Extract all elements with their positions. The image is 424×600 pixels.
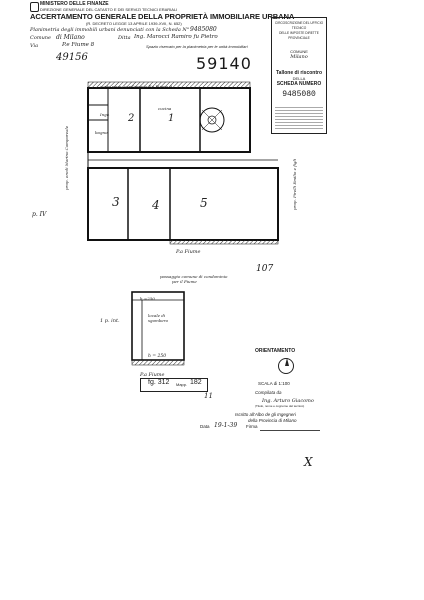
data-value: 19-1-39 <box>214 422 238 429</box>
stamp-comune-label: COMUNE <box>290 49 308 54</box>
room-label-4: 4 <box>152 198 160 212</box>
floor-plan-lower <box>131 291 185 366</box>
side-label-right: prop. Pirelli Emilio e figli <box>292 159 297 210</box>
storage-height: h.=250 <box>140 296 155 301</box>
stamp-scheda-label: SCHEDA NUMERO <box>276 81 322 87</box>
piano-int-label: 1 p. int. <box>100 318 120 324</box>
mapp-label: Mapp. <box>176 382 188 387</box>
ditta-value: Ing. Marocci Ramiro fu Pietro <box>134 34 218 40</box>
room-label-2: 2 <box>128 113 135 124</box>
mapp-value: 182 <box>190 379 202 386</box>
plan-label: Planimetria degli immobili urbani denunc… <box>30 27 190 33</box>
piano-label: p. IV <box>32 211 47 218</box>
stamp-scheda-number: 9485080 <box>282 90 316 99</box>
directorate-name: DIREZIONE GENERALE DEL CATASTO E DEI SER… <box>40 7 178 12</box>
via-label: Via <box>30 43 39 49</box>
stamp-comune-value: Milano <box>290 54 308 60</box>
firma-label: Firma <box>246 424 258 429</box>
courtyard-label: corte prop. condominio P.e Fiume 8 <box>100 84 172 89</box>
room-label-5: 5 <box>200 196 208 210</box>
ditta-label: Ditta <box>118 35 131 41</box>
x-mark: X <box>304 455 313 469</box>
orientation-label: ORIENTAMENTO <box>255 348 296 354</box>
stamp-line-2: DELLE IMPOSTE DIRETTE PROVINCIALE <box>279 31 319 40</box>
room-sub-1: cucina <box>158 106 172 111</box>
fiume-label: P.a Fiume <box>176 249 201 255</box>
sub-value: 11 <box>204 392 213 400</box>
title-note: (Titolo, nome e cognome del tecnico) <box>255 404 305 408</box>
scheda-value: 9485080 <box>190 26 217 33</box>
passage-sub: per il Fiume <box>172 279 197 284</box>
mapp-box <box>140 378 208 392</box>
fiume-bottom-label: P.a Fiume <box>140 372 165 378</box>
passage-label: passaggio comune di condominio <box>160 274 228 279</box>
room-label-3: 3 <box>112 195 120 209</box>
room-ingresso: Ingr. <box>100 112 110 117</box>
compiled-name: Ing. Arturo Giacomo <box>262 398 314 404</box>
provincia-label: della Provincia di Milano <box>248 418 297 423</box>
floor-plan-upper <box>87 81 279 245</box>
stamp-box: CIRCOSCRIZIONE DEL UFFICIO TECNICO DELLE… <box>271 17 327 134</box>
num-107: 107 <box>256 264 274 274</box>
ministry-name: MINISTERO DELLE FINANZE <box>40 1 109 7</box>
stamp-fine-print <box>275 105 323 129</box>
stamp-line-1: CIRCOSCRIZIONE DEL UFFICIO TECNICO <box>274 21 324 30</box>
compass-icon <box>278 358 294 374</box>
stamp-tallone-label: Tallone di riscontro <box>275 70 323 76</box>
ministry-emblem <box>30 2 39 12</box>
mapp-prefix: fg. 312 <box>148 379 170 386</box>
stamp-tallone-sub: DELLA <box>292 76 306 81</box>
data-label: Data <box>200 424 210 429</box>
side-label-left: prop. eredi Marino Camporeale <box>64 125 69 190</box>
scale-label: SCALA di 1:100 <box>258 381 290 386</box>
room-bagno: bagno <box>95 130 108 135</box>
via-value: P.e Fiume 8 <box>62 42 95 48</box>
sheet-reference: 49156 <box>56 52 88 63</box>
comune-label: Comune <box>30 35 51 41</box>
document-title: ACCERTAMENTO GENERALE DELLA PROPRIETÀ IM… <box>30 12 295 21</box>
iscritto-label: Iscritto all'Albo de gli Ingegneri <box>235 412 296 417</box>
compiled-label: Compilata da <box>255 390 282 395</box>
h-label: h = 250 <box>148 354 167 359</box>
room-label-1: 1 <box>168 113 175 124</box>
reserved-note: Spazio riservato per la planimetria per … <box>146 44 248 49</box>
law-reference: (R. DECRETO LEGGE 13 APRILE 1939-XVII, N… <box>86 21 182 26</box>
storage-label: locale di sgombero <box>148 313 169 323</box>
signature-line <box>260 430 320 431</box>
big-number: 59140 <box>196 54 252 73</box>
comune-value: di Milano <box>56 34 85 41</box>
